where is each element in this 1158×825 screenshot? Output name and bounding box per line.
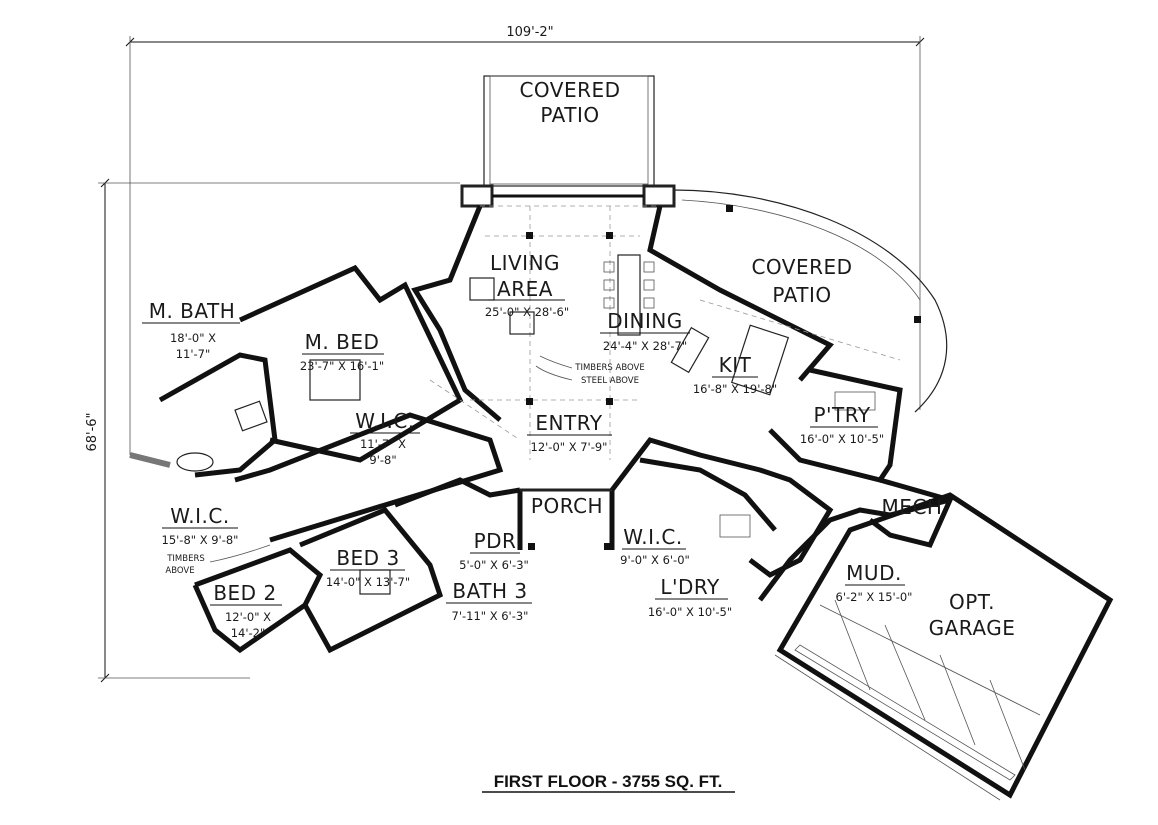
timbers-above-note: TIMBERS ABOVE bbox=[574, 363, 644, 373]
master-bath-dims-line2: 11'-7" bbox=[176, 347, 211, 361]
garage-name-line2: GARAGE bbox=[929, 616, 1016, 640]
living-name-line2: AREA bbox=[497, 277, 553, 301]
laundry-dims: 16'-0" X 10'-5" bbox=[648, 605, 732, 619]
floor-caption: FIRST FLOOR - 3755 SQ. FT. bbox=[494, 772, 723, 791]
overall-depth-label: 68'-6" bbox=[85, 412, 100, 451]
wic-master-dims-line1: 11'-7" X bbox=[360, 437, 406, 451]
master-bed-dims: 23'-7" X 16'-1" bbox=[300, 359, 384, 373]
side-patio-name-line2: PATIO bbox=[772, 283, 831, 307]
wic-right-dims: 9'-0" X 6'-0" bbox=[620, 553, 690, 567]
room-labels: COVERED PATIO LIVING AREA 25'-0" X 28'-6… bbox=[142, 78, 1015, 640]
mech-name: MECH bbox=[882, 495, 943, 519]
entry-name: ENTRY bbox=[535, 411, 602, 435]
entry-dims: 12'-0" X 7'-9" bbox=[531, 440, 608, 454]
bed3-name: BED 3 bbox=[336, 546, 399, 570]
timbers-left-note-line2: ABOVE bbox=[165, 566, 194, 576]
pantry-name: P'TRY bbox=[813, 403, 870, 427]
pdr-dims: 5'-0" X 6'-3" bbox=[459, 558, 529, 572]
rear-patio-name-line1: COVERED bbox=[519, 78, 620, 102]
pdr-name: PDR bbox=[474, 529, 517, 553]
posts bbox=[526, 205, 921, 550]
living-dims: 25'-0" X 28'-6" bbox=[485, 305, 569, 319]
mud-name: MUD. bbox=[846, 561, 902, 585]
wic-master-name: W.I.C. bbox=[355, 409, 414, 433]
porch-name: PORCH bbox=[531, 494, 603, 518]
rear-patio-outline bbox=[460, 75, 676, 208]
kitchen-dims: 16'-8" X 19'-8" bbox=[693, 382, 777, 396]
bed2-name: BED 2 bbox=[213, 581, 276, 605]
wic-right-name: W.I.C. bbox=[623, 525, 682, 549]
steel-above-note: STEEL ABOVE bbox=[581, 376, 639, 386]
timbers-left-note-line1: TIMBERS bbox=[166, 554, 205, 564]
bed2-dims-line2: 14'-2" bbox=[231, 626, 266, 640]
side-patio-outline bbox=[673, 189, 948, 413]
pantry-dims: 16'-0" X 10'-5" bbox=[800, 432, 884, 446]
bed3-dims: 14'-0" X 13'-7" bbox=[326, 575, 410, 589]
dining-name: DINING bbox=[607, 309, 683, 333]
garage-name-line1: OPT. bbox=[949, 590, 995, 614]
living-name-line1: LIVING bbox=[490, 251, 560, 275]
kitchen-name: KIT bbox=[719, 353, 752, 377]
furniture bbox=[176, 254, 876, 595]
mud-dims: 6'-2" X 15'-0" bbox=[836, 590, 913, 604]
laundry-name: L'DRY bbox=[660, 575, 720, 599]
rear-patio-name-line2: PATIO bbox=[540, 103, 599, 127]
wic-left-name: W.I.C. bbox=[170, 504, 229, 528]
overall-width-label: 109'-2" bbox=[506, 25, 553, 40]
bath3-name: BATH 3 bbox=[452, 579, 527, 603]
wic-left-dims: 15'-8" X 9'-8" bbox=[162, 533, 239, 547]
notes: TIMBERS ABOVE STEEL ABOVE TIMBERS ABOVE bbox=[165, 355, 645, 576]
bed2-dims-line1: 12'-0" X bbox=[225, 610, 271, 624]
main-walls bbox=[129, 205, 954, 654]
bath3-dims: 7'-11" X 6'-3" bbox=[452, 609, 529, 623]
dimension-lines bbox=[98, 36, 925, 683]
master-bath-dims-line1: 18'-0" X bbox=[170, 331, 216, 345]
master-bath-name: M. BATH bbox=[149, 299, 236, 323]
wic-master-dims-line2: 9'-8" bbox=[369, 453, 396, 467]
garage-outline bbox=[774, 492, 1114, 801]
master-bed-name: M. BED bbox=[305, 330, 380, 354]
dining-dims: 24'-4" X 28'-7" bbox=[603, 339, 687, 353]
side-patio-name-line1: COVERED bbox=[751, 255, 852, 279]
timber-lines bbox=[429, 205, 901, 460]
